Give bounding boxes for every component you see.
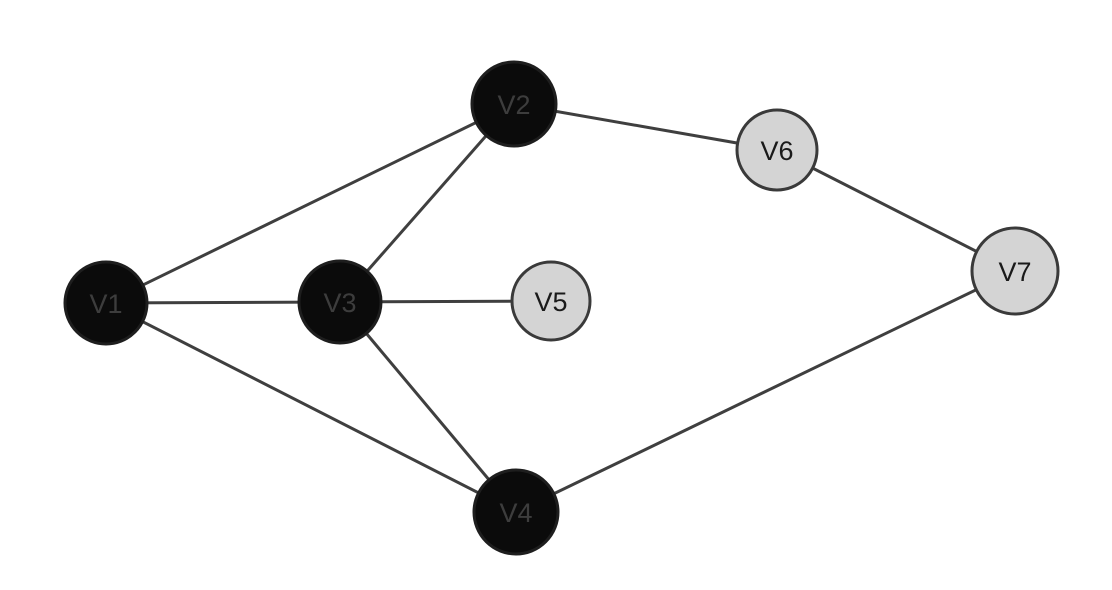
node-circle-V5 <box>510 260 592 342</box>
node-circle-V1 <box>63 260 149 346</box>
graph-node-V3: V3 <box>297 259 383 345</box>
graph-node-V5: V5 <box>510 260 592 342</box>
graph-node-V4: V4 <box>472 468 560 556</box>
node-circle-V7 <box>970 226 1060 316</box>
node-circle-V4 <box>472 468 560 556</box>
graph-node-V1: V1 <box>63 260 149 346</box>
graph-edge-V1-V2 <box>105 102 515 305</box>
node-circle-V3 <box>297 259 383 345</box>
graph-edge-V2-V6 <box>513 102 778 152</box>
node-circle-V2 <box>470 60 558 148</box>
graph-edge-V4-V7 <box>515 269 1016 514</box>
graph-edge-V1-V4 <box>105 301 517 514</box>
graph-edge-V3-V4 <box>338 301 518 513</box>
graph-node-V7: V7 <box>970 226 1060 316</box>
node-circle-V6 <box>735 108 819 192</box>
graph-node-V2: V2 <box>470 60 558 148</box>
graph-node-V6: V6 <box>735 108 819 192</box>
graph-edge-V2-V3 <box>338 103 516 303</box>
